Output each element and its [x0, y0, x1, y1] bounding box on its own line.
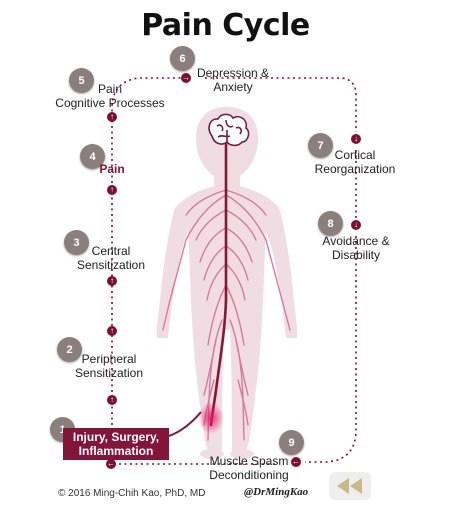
rewind-button[interactable] — [329, 472, 371, 500]
stage-badge: 4 — [80, 144, 105, 169]
stage-injury-label: Injury, Surgery, Inflammation — [63, 428, 169, 460]
stage-peripheral-label: Peripheral Sensitization — [64, 352, 154, 380]
rewind-icon — [337, 478, 362, 494]
stage-label-line: Muscle Spasm — [209, 454, 289, 468]
stage-label-line: Reorganization — [314, 162, 396, 176]
injury-connector — [168, 411, 202, 437]
stage-badge: 2 — [57, 337, 82, 362]
injury-glow — [198, 402, 224, 434]
up-arrow-icon: ↑ — [107, 185, 117, 195]
stage-badge: 7 — [308, 133, 333, 158]
down-arrow-icon: ↓ — [351, 134, 361, 144]
copyright-text: © 2016 Ming-Chih Kao, PhD, MD — [58, 488, 206, 499]
stage-cortical-label: Cortical Reorganization — [304, 148, 406, 176]
stage-label-line: Avoidance & — [322, 234, 390, 248]
up-arrow-icon: ↑ — [107, 112, 117, 122]
stage-label-line: Sensitization — [74, 366, 144, 380]
stage-label-line: Injury, Surgery, — [72, 430, 160, 444]
stage-badge: 9 — [279, 430, 304, 455]
stage-label-line: Pain — [99, 162, 125, 176]
stage-label-line: Anxiety — [213, 80, 253, 94]
up-arrow-icon: ↑ — [107, 326, 117, 336]
author-handle: @DrMingKao — [244, 486, 309, 498]
stage-label-line: Pain — [97, 82, 123, 96]
stage-muscle-label: Muscle Spasm Deconditioning — [194, 454, 304, 482]
cycle-path — [111, 77, 357, 465]
brain-icon — [208, 113, 250, 147]
nerve-branches — [162, 189, 291, 441]
left-arrow-icon: ← — [106, 459, 116, 469]
stage-label-line: Sensitization — [76, 258, 146, 272]
stage-badge: 3 — [64, 230, 89, 255]
stage-badge: 6 — [170, 46, 195, 71]
stage-badge: 5 — [69, 68, 94, 93]
up-arrow-icon: ↑ — [107, 395, 117, 405]
stage-pain-label: Pain — [92, 162, 132, 176]
stage-label-line: Disability — [331, 248, 380, 262]
stage-label-line: Depression & — [196, 66, 270, 80]
up-arrow-icon: ↑ — [107, 276, 117, 286]
down-arrow-icon: ↓ — [351, 220, 361, 230]
left-arrow-icon: ← — [291, 457, 301, 467]
stage-avoidance-label: Avoidance & Disability — [310, 234, 402, 262]
stage-label-line: Inflammation — [78, 444, 154, 458]
stage-depression-label: Depression & Anxiety — [190, 66, 276, 94]
stage-central-label: Central Sensitization — [66, 244, 156, 272]
stage-badge: 8 — [318, 211, 343, 236]
page-title: Pain Cycle — [141, 8, 310, 43]
stage-cognitive-label: Pain Cognitive Processes — [47, 82, 173, 110]
stage-label-line: Peripheral — [81, 352, 137, 366]
stage-label-line: Central — [91, 244, 131, 258]
right-arrow-icon: → — [181, 73, 191, 83]
stage-label-line: Cognitive Processes — [55, 96, 165, 110]
stage-label-line: Deconditioning — [209, 468, 289, 482]
stage-label-line: Cortical — [334, 148, 376, 162]
